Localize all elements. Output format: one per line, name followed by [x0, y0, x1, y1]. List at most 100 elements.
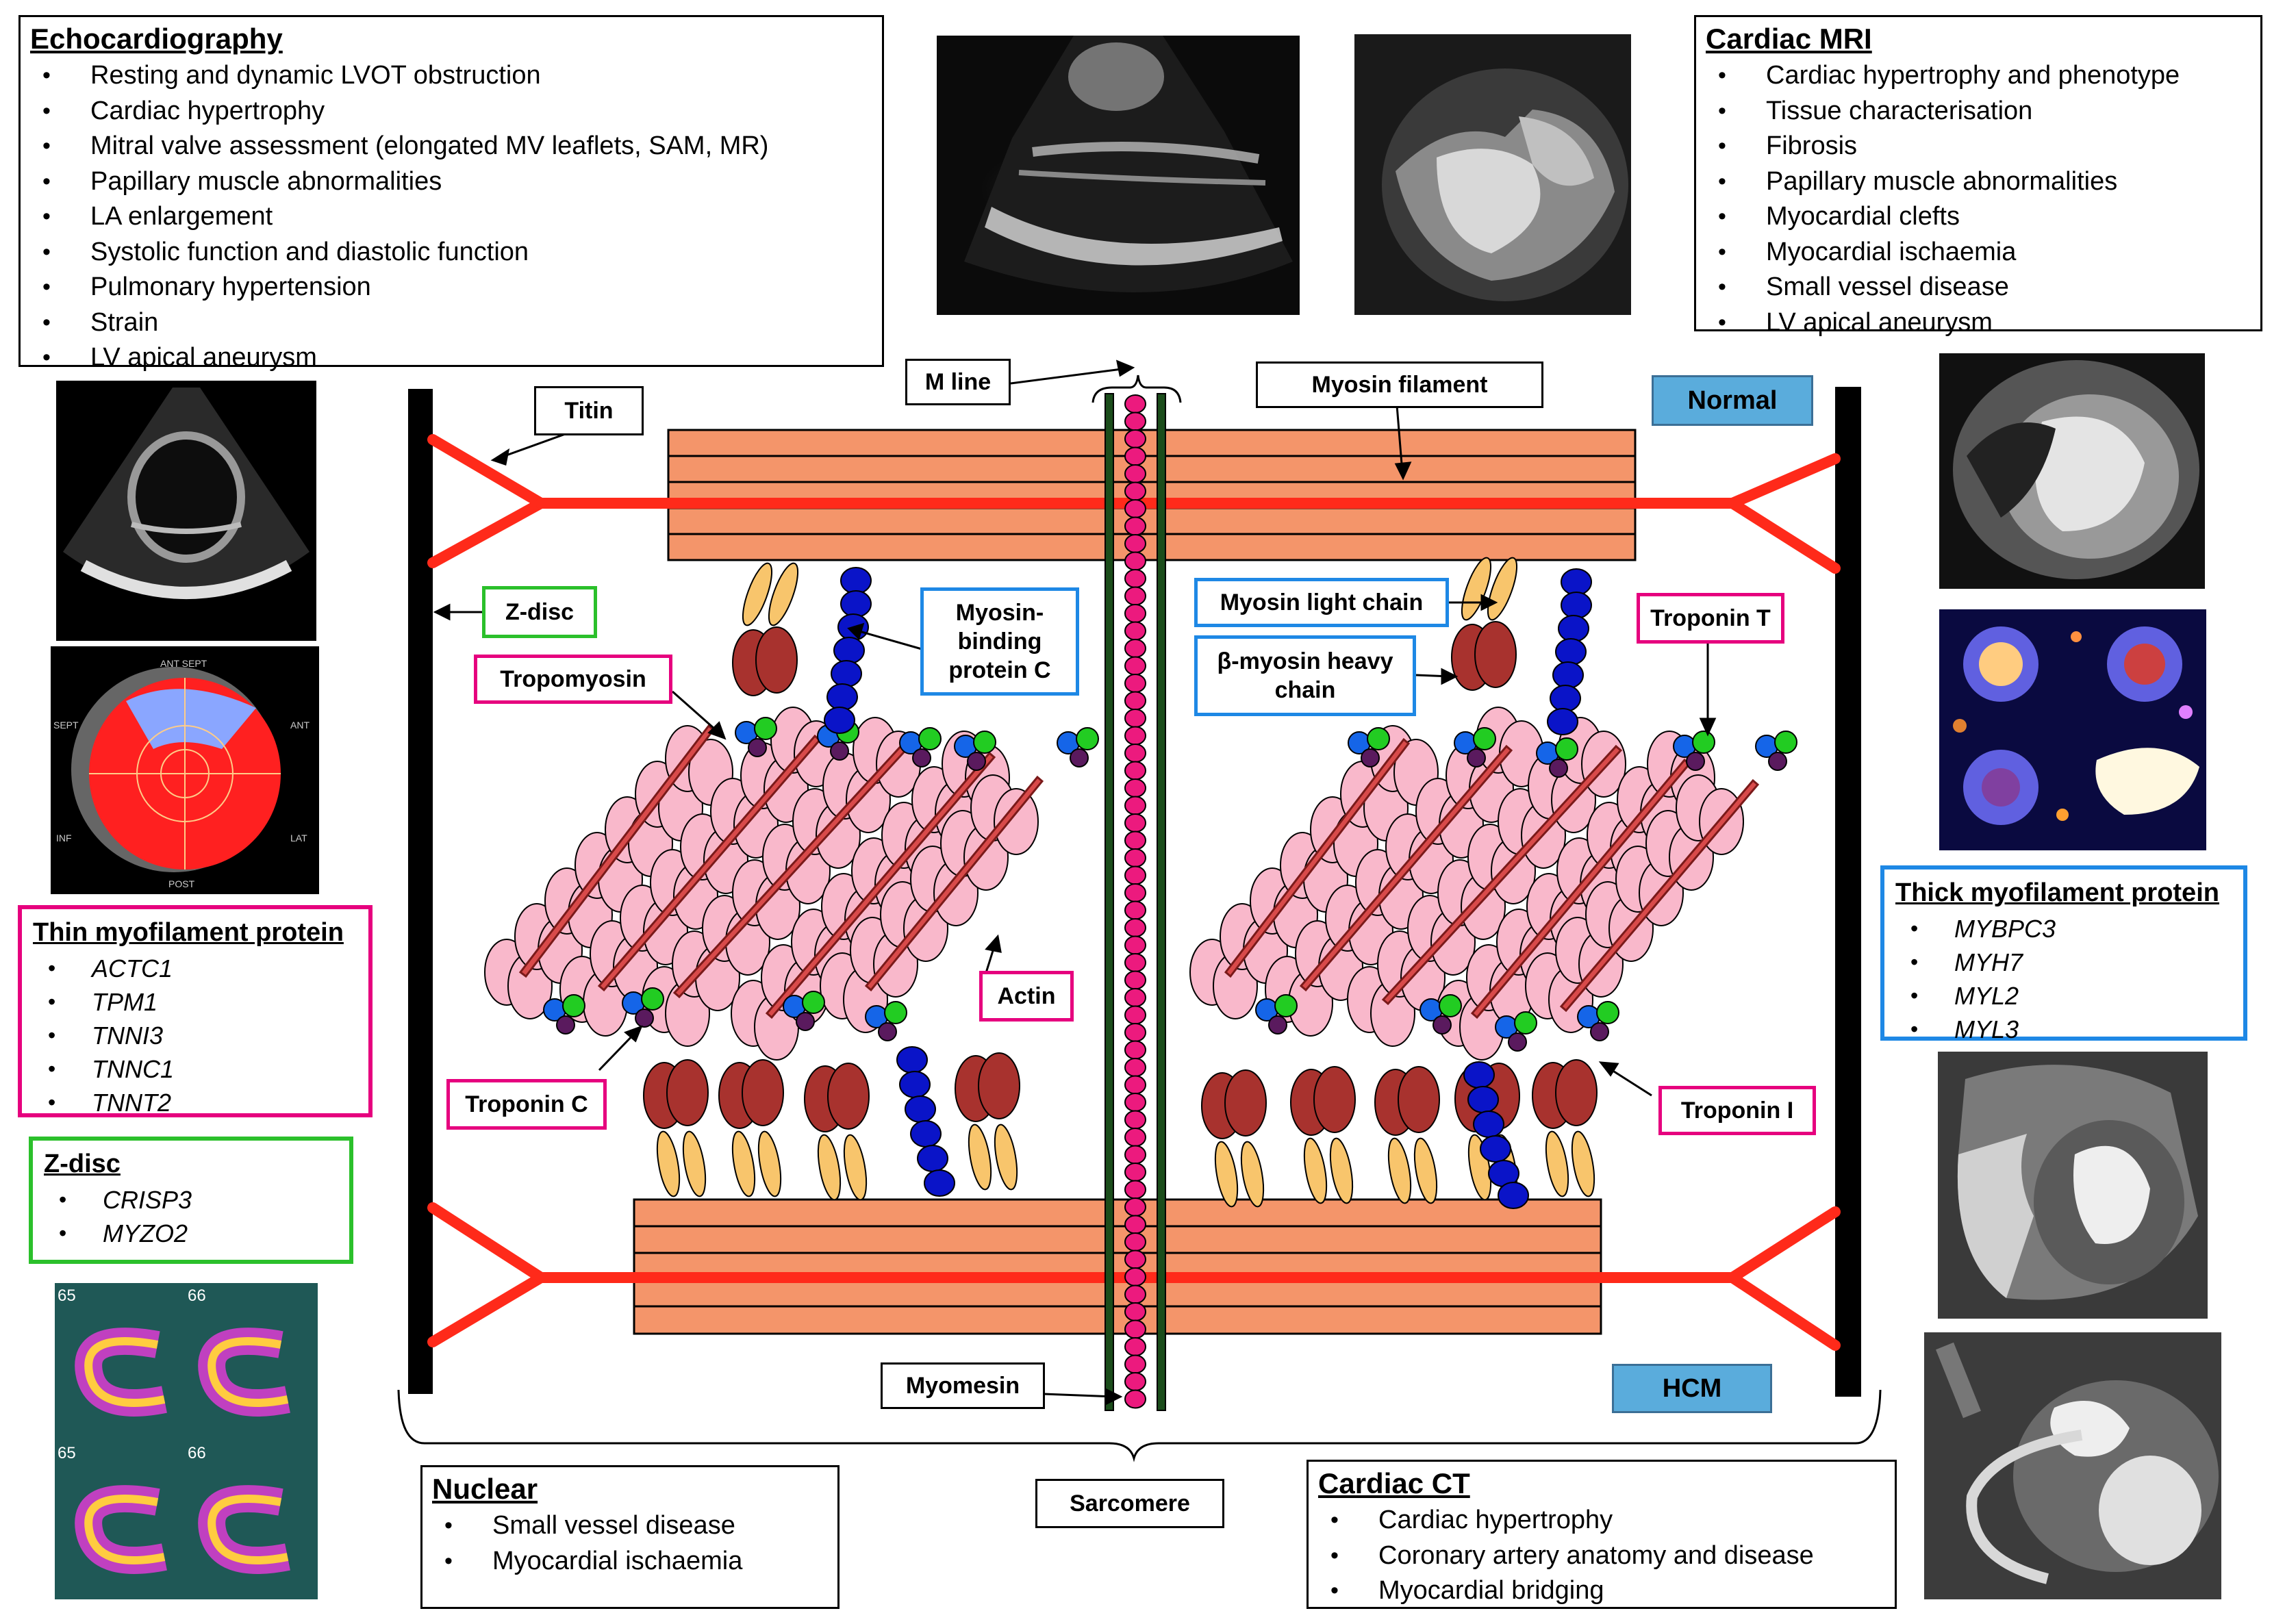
mybpc-bead [1498, 1182, 1529, 1209]
troponin-t-bead [1774, 731, 1797, 754]
normal-tag: Normal [1652, 375, 1813, 426]
troponin-i-bead [967, 752, 986, 771]
myosin-light-chain [843, 1134, 868, 1201]
myomesin-bead [1124, 674, 1146, 693]
mybpc-bead [1480, 1135, 1511, 1163]
list-item: LV apical aneurysm [1706, 305, 2251, 341]
myomesin-bead [1124, 1023, 1146, 1042]
troponin-t-bead [1367, 727, 1390, 750]
troponin-i-bead [556, 1015, 575, 1035]
troponin-i-bead [1467, 748, 1486, 767]
myosin-light-chain [768, 562, 799, 626]
list-item: LA enlargement [30, 199, 872, 235]
troponin-t-bead [1596, 1001, 1619, 1024]
myosin-filament-top [667, 429, 1637, 561]
myomesin-bead [1124, 900, 1146, 920]
myomesin-label: Myomesin [881, 1362, 1045, 1409]
list-item: Papillary muscle abnormalities [1706, 164, 2251, 200]
myosin-heads [643, 557, 1598, 1208]
myomesin-bead [1124, 1110, 1146, 1130]
list-item: Cardiac hypertrophy [30, 94, 872, 129]
thick-myofilament-title: Thick myofilament protein [1895, 878, 2219, 907]
m-line-label: M line [905, 359, 1011, 405]
mybpc-bead [1463, 1061, 1495, 1089]
myomesin-bead [1124, 1389, 1146, 1409]
troponin-t-bead [1473, 727, 1496, 750]
cardiac-mri-list: Cardiac hypertrophy and phenotype Tissue… [1706, 58, 2251, 340]
bullseye-label: ANT SEPT [160, 658, 207, 669]
list-item: Myocardial bridging [1318, 1573, 1885, 1609]
echo-plax-image [937, 36, 1300, 315]
mybpc-bead [905, 1095, 936, 1123]
myomesin-bead [1124, 639, 1146, 658]
troponin-i-bead [1432, 1015, 1452, 1035]
list-item: TPM1 [33, 985, 357, 1019]
myosin-head [666, 1059, 709, 1126]
strain-bullseye-image: ANT SEPT SEPT ANT INF LAT POST [51, 646, 319, 894]
list-item: Small vessel disease [432, 1508, 828, 1544]
list-item: MYZO2 [44, 1217, 338, 1250]
troponin-t-bead [562, 994, 585, 1017]
troponin-t-bead [802, 991, 825, 1014]
list-item: Strain [30, 305, 872, 341]
beta-myosin-label-line: β-myosin heavy [1217, 648, 1393, 674]
list-item: Small vessel disease [1706, 270, 2251, 305]
myomesin-bead [1124, 988, 1146, 1007]
myomesin-bead [1124, 446, 1146, 466]
mybpc-bead [833, 637, 865, 664]
coronary-ct-image [1924, 1332, 2221, 1599]
myosin-light-chain [742, 562, 773, 626]
myosin-head [755, 626, 798, 694]
list-item: TNNT2 [33, 1086, 357, 1119]
myomesin-bead [1124, 813, 1146, 833]
z-disc-right [1835, 387, 1861, 1397]
myomesin-bead [1124, 621, 1146, 641]
troponin-t-bead [1439, 994, 1462, 1017]
troponin-t-bead [973, 731, 996, 754]
myosin-head [1313, 1066, 1356, 1133]
myomesin-bead [1124, 709, 1146, 728]
mybpc-bead [1558, 615, 1589, 642]
mybpc-bead [1555, 638, 1587, 665]
myomesin-bead [1124, 1215, 1146, 1234]
myomesin-bead [1124, 1145, 1146, 1165]
myomesin-bead [1124, 726, 1146, 746]
mybpc-bead [840, 590, 872, 618]
list-item: MYL3 [1895, 1013, 2232, 1046]
myomesin-bead [1124, 761, 1146, 781]
troponin-i-bead [912, 748, 931, 767]
m-line [1105, 393, 1166, 1411]
myosin-light-chain [1413, 1137, 1438, 1204]
troponin-i-bead [1686, 752, 1705, 771]
myomesin-bead [1124, 586, 1146, 606]
myomesin-bead [1124, 464, 1146, 483]
troponin-t-label: Troponin T [1637, 593, 1784, 644]
myomesin-bead [1124, 1337, 1146, 1356]
myomesin-bead [1124, 411, 1146, 431]
thin-myofilament-box: Thin myofilament protein ACTC1 TPM1 TNNI… [18, 905, 373, 1119]
myomesin-bead [1124, 429, 1146, 448]
myomesin-bead [1124, 1163, 1146, 1182]
troponin-i-bead [878, 1022, 897, 1041]
cardiac-ct-list: Cardiac hypertrophy Coronary artery anat… [1318, 1503, 1885, 1609]
z-disc-label: Z-disc [482, 586, 597, 638]
troponin-t-bead [754, 717, 777, 740]
myomesin-bead [1124, 744, 1146, 763]
troponin-t-bead [918, 727, 942, 750]
myomesin-bead [1124, 970, 1146, 990]
cardiac-ct-box: Cardiac CT Cardiac hypertrophy Coronary … [1307, 1460, 1897, 1609]
spect-slice-number: 65 [58, 1286, 76, 1305]
mybpc-bead [910, 1120, 942, 1147]
troponin-t-bead [1555, 737, 1578, 761]
mybpc-label-line: protein C [948, 657, 1051, 683]
spect-slice-number: 66 [188, 1286, 206, 1305]
troponin-i-label: Troponin I [1658, 1086, 1816, 1135]
myosin-light-chain-label: Myosin light chain [1194, 578, 1449, 627]
myosin-light-chain [1214, 1141, 1239, 1208]
spect-slice-number: 65 [58, 1444, 76, 1462]
thick-myofilament-box: Thick myofilament protein MYBPC3 MYH7 MY… [1880, 865, 2247, 1046]
myosin-head [1398, 1066, 1440, 1133]
myosin-light-chain [1303, 1137, 1328, 1204]
bullseye-label: LAT [290, 833, 307, 843]
troponin-i-bead [1590, 1022, 1609, 1041]
